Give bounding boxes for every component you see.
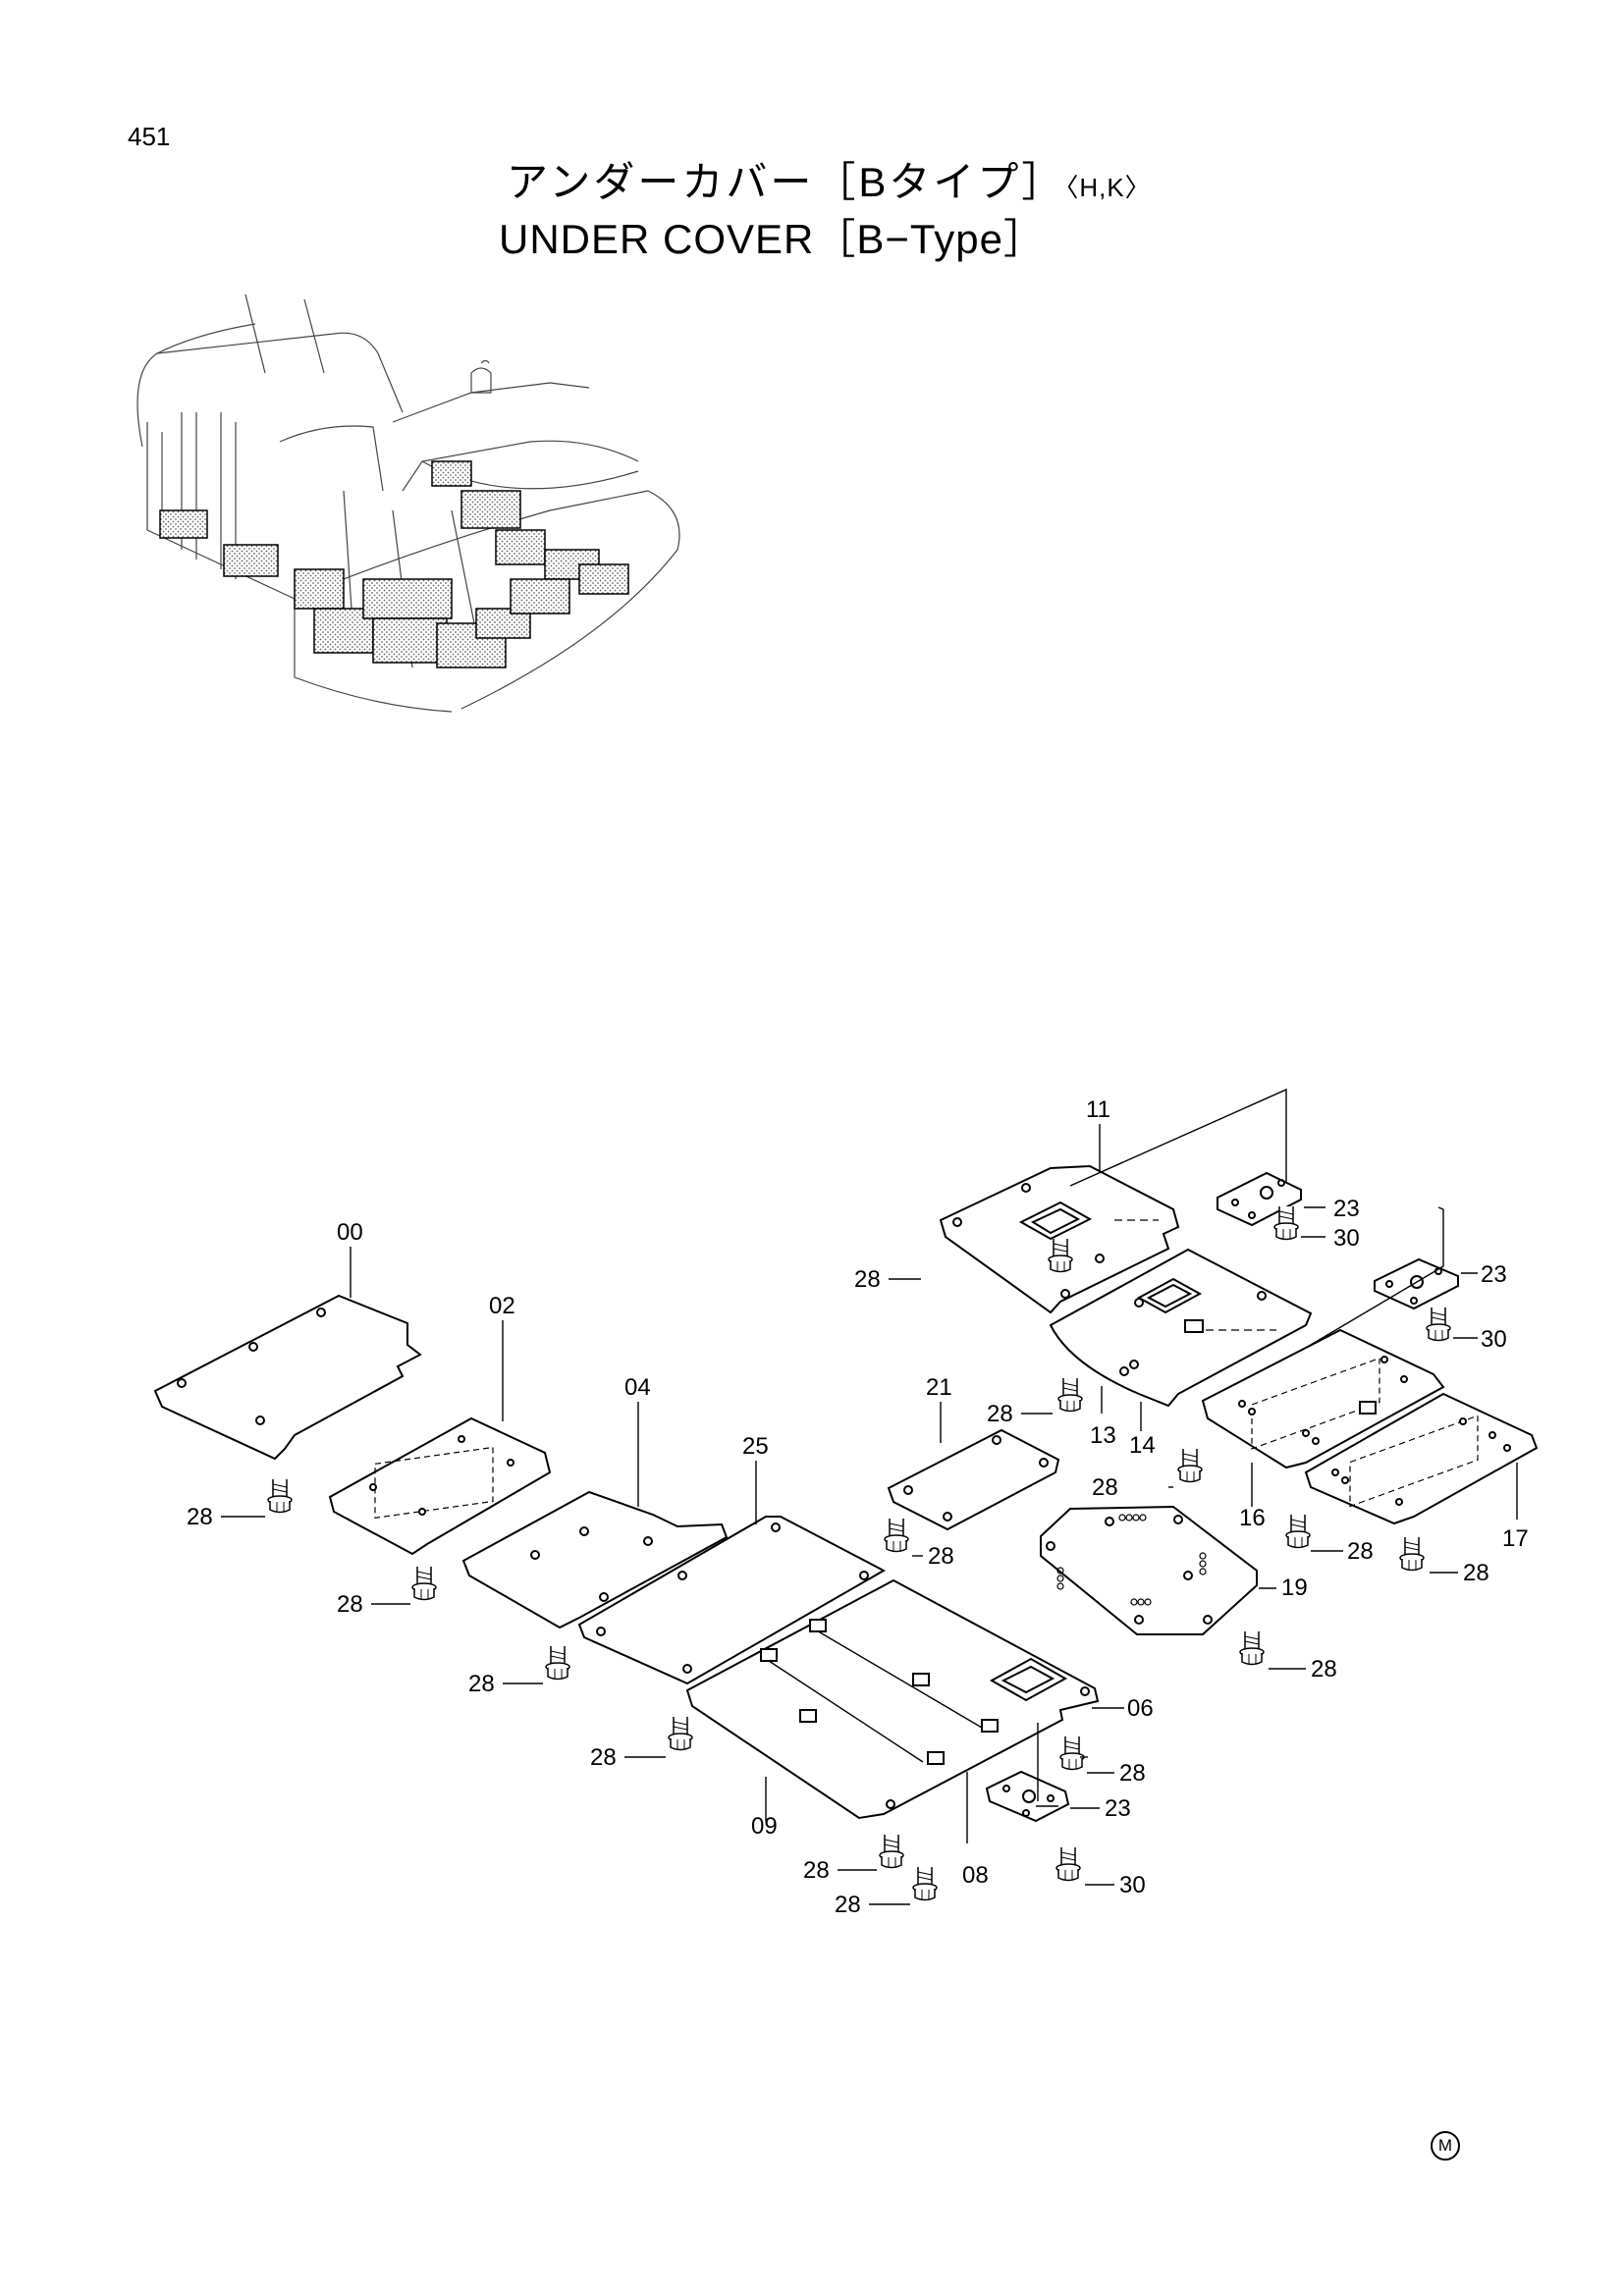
callout-23-upper: 23 — [1333, 1196, 1360, 1222]
callout-23-lower: 23 — [1105, 1795, 1131, 1822]
page-number: 451 — [128, 122, 171, 151]
callout-28-21: 28 — [928, 1543, 954, 1570]
leader-lines — [221, 1088, 1518, 1905]
circled-m-mark: M — [1431, 2131, 1460, 2161]
callout-25: 25 — [742, 1433, 769, 1460]
machine-overview-covers — [159, 460, 629, 668]
callout-23-middle: 23 — [1481, 1261, 1507, 1288]
plate-02 — [328, 1416, 552, 1556]
callout-06: 06 — [1127, 1695, 1154, 1722]
callout-28-02: 28 — [337, 1591, 363, 1618]
callout-13: 13 — [1090, 1422, 1116, 1449]
title-japanese-main: アンダーカバー［Bタイプ］ — [507, 159, 1066, 205]
callout-28-08: 28 — [835, 1892, 861, 1918]
callout-14: 14 — [1129, 1432, 1156, 1459]
plate-23-upper — [1217, 1171, 1302, 1227]
callout-28-16: 28 — [1347, 1538, 1374, 1565]
title-japanese: アンダーカバー［Bタイプ］〈H,K〉 — [507, 149, 1152, 209]
callout-19: 19 — [1281, 1575, 1308, 1601]
callout-00: 00 — [337, 1219, 363, 1246]
callout-30-middle: 30 — [1481, 1326, 1507, 1353]
callout-28-11: 28 — [854, 1266, 881, 1293]
callout-30-lower: 30 — [1119, 1872, 1146, 1898]
callout-17: 17 — [1502, 1525, 1529, 1552]
plate-25 — [577, 1516, 887, 1685]
callout-08: 08 — [962, 1862, 989, 1889]
plate-13-14 — [1049, 1248, 1313, 1408]
title-japanese-suffix: 〈H,K〉 — [1065, 173, 1152, 202]
callout-28-04: 28 — [468, 1671, 495, 1697]
plate-06-09 — [685, 1578, 1100, 1820]
callout-28-19: 28 — [1311, 1656, 1337, 1682]
callout-28-14: 28 — [1092, 1474, 1118, 1501]
callout-02: 02 — [489, 1293, 515, 1319]
callout-04: 04 — [624, 1374, 651, 1401]
callout-11: 11 — [1086, 1096, 1110, 1123]
plate-04 — [461, 1490, 729, 1629]
plate-19 — [1040, 1505, 1258, 1635]
callouts: 00 02 04 25 21 11 23 30 23 30 13 14 16 1… — [187, 1096, 1529, 1918]
plate-00 — [153, 1294, 422, 1461]
callout-09: 09 — [751, 1813, 778, 1840]
plate-21 — [887, 1428, 1060, 1531]
callout-28-09: 28 — [803, 1857, 830, 1884]
callout-16: 16 — [1239, 1505, 1266, 1531]
callout-28-17: 28 — [1463, 1560, 1489, 1586]
title-english: UNDER COVER［B−Type］ — [499, 216, 1046, 262]
callout-21: 21 — [926, 1374, 952, 1401]
plate-16 — [1201, 1328, 1445, 1469]
plate-17 — [1304, 1392, 1539, 1525]
callout-28-06: 28 — [1119, 1760, 1146, 1787]
callout-28-13: 28 — [987, 1401, 1013, 1427]
plate-23-middle — [1374, 1257, 1459, 1310]
callout-28-25: 28 — [590, 1744, 617, 1771]
callout-28-00: 28 — [187, 1504, 213, 1530]
plate-23-lower — [985, 1770, 1070, 1823]
callout-30-upper: 30 — [1333, 1225, 1360, 1252]
